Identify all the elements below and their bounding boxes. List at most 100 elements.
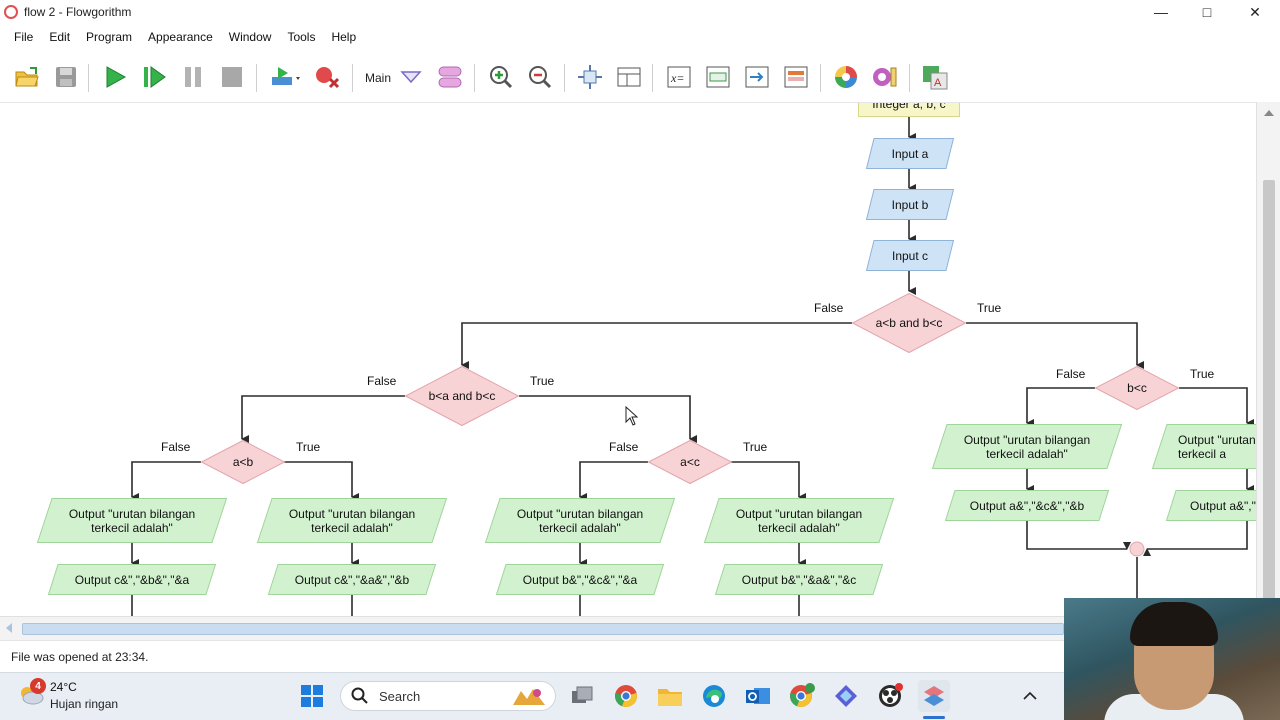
output-message-node[interactable]: Output "urutan bilangan terkecil adalah": [931, 424, 1123, 469]
horizontal-scrollbar[interactable]: [0, 616, 1064, 640]
save-icon[interactable]: [51, 62, 81, 92]
step-icon[interactable]: [139, 62, 169, 92]
declare-label: Integer a, b, c: [872, 102, 946, 111]
scroll-left-icon[interactable]: [6, 623, 12, 633]
output-message-node[interactable]: Output "urutan bilangan terkecil adalah": [256, 498, 448, 543]
step-into-icon[interactable]: [270, 62, 300, 92]
input-a-node[interactable]: Input a: [865, 138, 955, 169]
maximize-button[interactable]: □: [1202, 4, 1212, 20]
toolbar-separator: [474, 64, 475, 92]
left-true-label: True: [530, 374, 555, 388]
menu-program[interactable]: Program: [86, 30, 133, 44]
weather-condition: Hujan ringan: [50, 697, 119, 711]
chrome-profile-icon[interactable]: [786, 680, 818, 712]
output-message-node[interactable]: Output "urutan terkecil a: [1151, 424, 1256, 469]
function-dropdown-icon[interactable]: [396, 62, 426, 92]
stop-icon[interactable]: [217, 62, 247, 92]
flowgorithm-icon[interactable]: [918, 680, 950, 712]
scroll-up-icon[interactable]: [1264, 110, 1274, 116]
weather-badge: 4: [30, 678, 46, 694]
vertical-scrollbar[interactable]: [1256, 102, 1280, 616]
obs-icon[interactable]: [874, 680, 906, 712]
ab-false-label: False: [161, 440, 191, 454]
run-icon[interactable]: [100, 62, 130, 92]
horizontal-scroll-thumb[interactable]: [22, 623, 1064, 635]
flowchart-canvas[interactable]: Integer a, b, c Input a Input b Input c …: [0, 102, 1256, 616]
mouse-cursor-icon: [625, 405, 639, 429]
taskbar-search[interactable]: Search: [340, 681, 556, 711]
input-c-node[interactable]: Input c: [865, 240, 955, 271]
menu-edit[interactable]: Edit: [49, 30, 71, 44]
output-result-node[interactable]: Output b&","&a&","&c: [714, 564, 884, 595]
zoom-out-icon[interactable]: [525, 62, 555, 92]
left-false-label: False: [367, 374, 397, 388]
menu-appearance[interactable]: Appearance: [148, 30, 213, 44]
pause-icon[interactable]: [178, 62, 208, 92]
edge-icon[interactable]: [698, 680, 730, 712]
output-result-node[interactable]: Output c&","&a&","&b: [267, 564, 437, 595]
task-view-icon[interactable]: [566, 680, 598, 712]
flowchart-connectors: [131, 117, 1254, 616]
input-b-node[interactable]: Input b: [865, 189, 955, 220]
decision-a-lt-b-label: a<b: [232, 455, 254, 469]
output-message-node[interactable]: Output "urutan bilangan terkecil adalah": [484, 498, 676, 543]
declare-node[interactable]: Integer a, b, c: [858, 102, 960, 117]
webcam-person-hair: [1130, 602, 1218, 646]
inspect-icon[interactable]: [781, 62, 811, 92]
output-message-node[interactable]: Output "urutan bilangan terkecil adalah": [703, 498, 895, 543]
input-b-label: Input b: [891, 197, 929, 212]
breakpoint-icon[interactable]: [313, 62, 343, 92]
chrome-icon[interactable]: [610, 680, 642, 712]
color-icon[interactable]: [831, 62, 861, 92]
decision-a-lt-b[interactable]: a<b: [200, 439, 286, 485]
menu-help[interactable]: Help: [331, 30, 357, 44]
output-result-node[interactable]: Output a&",": [1165, 490, 1256, 521]
bc-true-label: True: [1190, 367, 1215, 381]
start-icon[interactable]: [296, 680, 328, 712]
function-selector[interactable]: Main: [365, 71, 392, 85]
menu-file[interactable]: File: [14, 30, 34, 44]
file-explorer-icon[interactable]: [654, 680, 686, 712]
weather-widget[interactable]: 4 24°C Hujan ringan: [16, 678, 156, 714]
window-title: flow 2 - Flowgorithm: [24, 5, 132, 19]
layout-icon[interactable]: [614, 62, 644, 92]
open-icon[interactable]: [12, 62, 42, 92]
translate-icon[interactable]: A: [920, 62, 950, 92]
menu-tools[interactable]: Tools: [287, 30, 316, 44]
zoom-in-icon[interactable]: [486, 62, 516, 92]
decision-b-lt-c[interactable]: b<c: [1094, 365, 1180, 411]
output-result-node[interactable]: Output c&","&b&","&a: [47, 564, 217, 595]
tray-chevron-icon[interactable]: [1014, 680, 1046, 712]
close-button[interactable]: ✕: [1249, 3, 1261, 20]
minimize-button[interactable]: —: [1154, 4, 1168, 20]
menu-bar: File Edit Program Appearance Window Tool…: [0, 26, 1280, 48]
outlook-icon[interactable]: [742, 680, 774, 712]
decision-left[interactable]: b<a and b<c: [404, 365, 520, 427]
output-icon[interactable]: [742, 62, 772, 92]
bc-false-label: False: [1056, 367, 1086, 381]
status-text: File was opened at 23:34.: [11, 649, 149, 664]
fit-icon[interactable]: [575, 62, 605, 92]
svg-text:x=: x=: [670, 71, 684, 85]
output-result-node[interactable]: Output a&","&c&","&b: [944, 490, 1110, 521]
ac-false-label: False: [609, 440, 639, 454]
toolbar-separator: [352, 64, 353, 92]
decision-a-lt-c-label: a<c: [680, 455, 700, 469]
output-result-node[interactable]: Output b&","&c&","&a: [495, 564, 665, 595]
ac-true-label: True: [743, 440, 768, 454]
shapes-icon[interactable]: [435, 62, 465, 92]
output-message-label: Output "urutan bilangan terkecil adalah": [68, 506, 196, 535]
variables-icon[interactable]: x=: [664, 62, 694, 92]
root-true-label: True: [977, 301, 1002, 315]
console-icon[interactable]: [703, 62, 733, 92]
menu-window[interactable]: Window: [228, 30, 272, 44]
webcam-overlay: [1064, 598, 1280, 720]
flowgorithm-app-icon: [4, 5, 18, 19]
copilot-icon[interactable]: [830, 680, 862, 712]
output-message-node[interactable]: Output "urutan bilangan terkecil adalah": [36, 498, 228, 543]
decision-root[interactable]: a<b and b<c: [851, 292, 967, 354]
style-icon[interactable]: [870, 62, 900, 92]
decision-a-lt-c[interactable]: a<c: [647, 439, 733, 485]
vertical-scroll-thumb[interactable]: [1263, 180, 1275, 616]
